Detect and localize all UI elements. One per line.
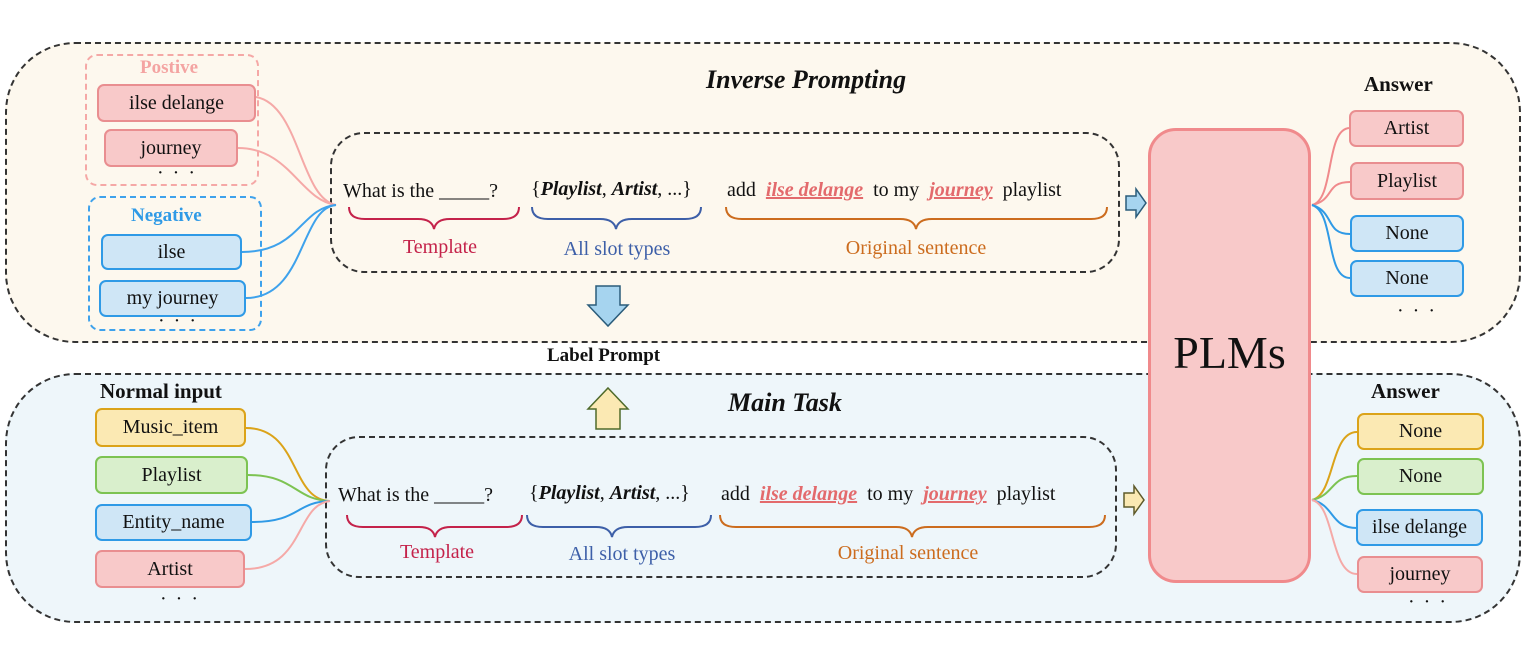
- plms-block: [1148, 128, 1311, 583]
- main-prompt-box: [325, 436, 1117, 578]
- main-answer-label: Answer: [1371, 379, 1440, 403]
- main-input-4: Artist: [95, 550, 245, 588]
- main-answer-4: journey: [1357, 556, 1483, 593]
- positive-item-2: journey: [104, 129, 238, 167]
- positive-ellipsis: · · ·: [157, 162, 197, 184]
- label-prompt-label: Label Prompt: [547, 345, 661, 366]
- inverse-answer-ellipsis: · · ·: [1397, 300, 1437, 322]
- main-template-text: What is the _____?: [338, 484, 493, 506]
- main-sentence-text: add ilse delange to my journey playlist: [721, 483, 1056, 505]
- plms-label: PLMs: [1173, 327, 1286, 378]
- main-answer-ellipsis: · · ·: [1408, 591, 1448, 613]
- inverse-answer-3: None: [1350, 215, 1464, 252]
- main-caption-slots: All slot types: [568, 543, 676, 565]
- inverse-slot-types-text: {Playlist, Artist, ...}: [531, 178, 692, 200]
- positive-group: [85, 54, 259, 186]
- normal-input-label: Normal input: [100, 379, 222, 403]
- main-task-title: Main Task: [728, 388, 842, 417]
- main-input-1: Music_item: [95, 408, 246, 447]
- main-answer-1: None: [1357, 413, 1484, 450]
- inverse-answer-2: Playlist: [1350, 162, 1464, 200]
- inverse-template-text: What is the _____?: [343, 180, 498, 202]
- negative-ellipsis: · · ·: [158, 310, 198, 332]
- inverse-caption-slots: All slot types: [563, 238, 671, 260]
- inverse-prompting-title: Inverse Prompting: [706, 65, 907, 94]
- negative-group: [88, 196, 262, 331]
- inverse-caption-template: Template: [402, 236, 478, 258]
- negative-item-2: my journey: [99, 280, 246, 317]
- main-answer-2: None: [1357, 458, 1484, 495]
- inverse-sentence-text: add ilse delange to my journey playlist: [727, 179, 1062, 201]
- main-input-ellipsis: · · ·: [160, 588, 200, 610]
- main-input-2: Playlist: [95, 456, 248, 494]
- main-caption-template: Template: [399, 541, 475, 563]
- main-slot-types-text: {Playlist, Artist, ...}: [529, 482, 690, 504]
- negative-label: Negative: [131, 205, 202, 226]
- inverse-answer-label: Answer: [1364, 72, 1433, 96]
- positive-label: Postive: [140, 57, 199, 78]
- main-input-3: Entity_name: [95, 504, 252, 541]
- inverse-caption-sentence: Original sentence: [845, 237, 987, 259]
- negative-item-1: ilse: [101, 234, 242, 270]
- main-answer-3: ilse delange: [1356, 509, 1483, 546]
- inverse-answer-4: None: [1350, 260, 1464, 297]
- positive-item-1: ilse delange: [97, 84, 256, 122]
- main-caption-sentence: Original sentence: [837, 542, 979, 564]
- inverse-answer-1: Artist: [1349, 110, 1464, 147]
